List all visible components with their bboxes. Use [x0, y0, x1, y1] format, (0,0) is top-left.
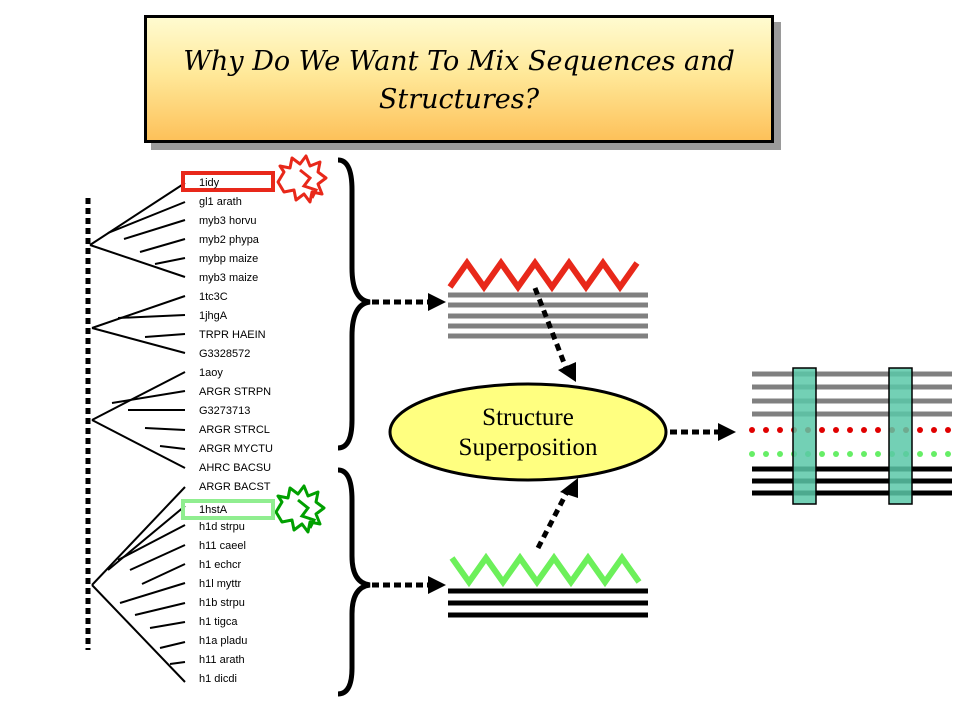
leaf-label: h11 caeel: [199, 540, 246, 552]
conserved-column-1: [792, 367, 817, 505]
leaf-label: TRPR HAEIN: [199, 329, 266, 341]
leaf-label: h1 echcr: [199, 559, 242, 571]
leaf-label: G3273713: [199, 405, 251, 417]
leaf-label: G3328572: [199, 348, 251, 360]
leaf-label: 1tc3C: [199, 291, 228, 303]
oval-label-line2: Superposition: [458, 434, 598, 461]
leaf-label: h1a pladu: [199, 635, 248, 647]
leaf-label: ARGR STRCL: [199, 424, 270, 436]
lower-sequence-lines: [448, 588, 648, 618]
leaf-label: 1hstA: [199, 504, 228, 516]
leaf-label: mybp maize: [199, 253, 259, 265]
final-alignment: [749, 367, 952, 505]
leaf-label: h11 arath: [199, 654, 245, 666]
lower-brace: [337, 467, 371, 697]
leaf-label: h1 tigca: [199, 616, 238, 628]
leaf-label: 1aoy: [199, 367, 223, 379]
red-zigzag: [447, 257, 640, 293]
leaf-label: myb3 horvu: [199, 215, 257, 227]
upper-brace: [337, 157, 371, 451]
structure-superposition-oval: [388, 382, 668, 482]
leaf-label: myb3 maize: [199, 272, 259, 284]
leaf-label: ARGR MYCTU: [199, 443, 273, 455]
leaf-label: 1idy: [199, 177, 220, 189]
conserved-column-2: [888, 367, 913, 505]
leaf-label: ARGR STRPN: [199, 386, 272, 398]
leaf-label: h1l myttr: [199, 578, 242, 590]
leaf-label: AHRC BACSU: [199, 462, 272, 474]
leaf-label: 1jhgA: [199, 310, 228, 322]
leaf-label: h1b strpu: [199, 597, 245, 609]
green-structure-icon: [274, 484, 326, 534]
red-structure-icon: [276, 154, 328, 204]
highlight-1idy: [181, 171, 275, 192]
green-zigzag: [449, 552, 642, 588]
leaf-label: h1d strpu: [199, 521, 245, 533]
leaf-label: h1 dicdi: [199, 673, 237, 685]
leaf-label: ARGR BACST: [199, 481, 271, 493]
leaf-label: gl1 arath: [199, 196, 242, 208]
phylogenetic-tree: [89, 182, 186, 683]
down-arrow-to-oval: [532, 287, 569, 369]
highlight-1hstA: [181, 499, 275, 520]
up-arrow-to-oval: [535, 488, 571, 550]
title-box: Why Do We Want To Mix Sequences and Stru…: [144, 15, 774, 143]
oval-label: Structure Superposition: [390, 398, 666, 468]
leaf-label: myb2 phypa: [199, 234, 259, 246]
slide-title: Why Do We Want To Mix Sequences and Stru…: [183, 46, 735, 115]
oval-label-line1: Structure: [482, 404, 574, 431]
